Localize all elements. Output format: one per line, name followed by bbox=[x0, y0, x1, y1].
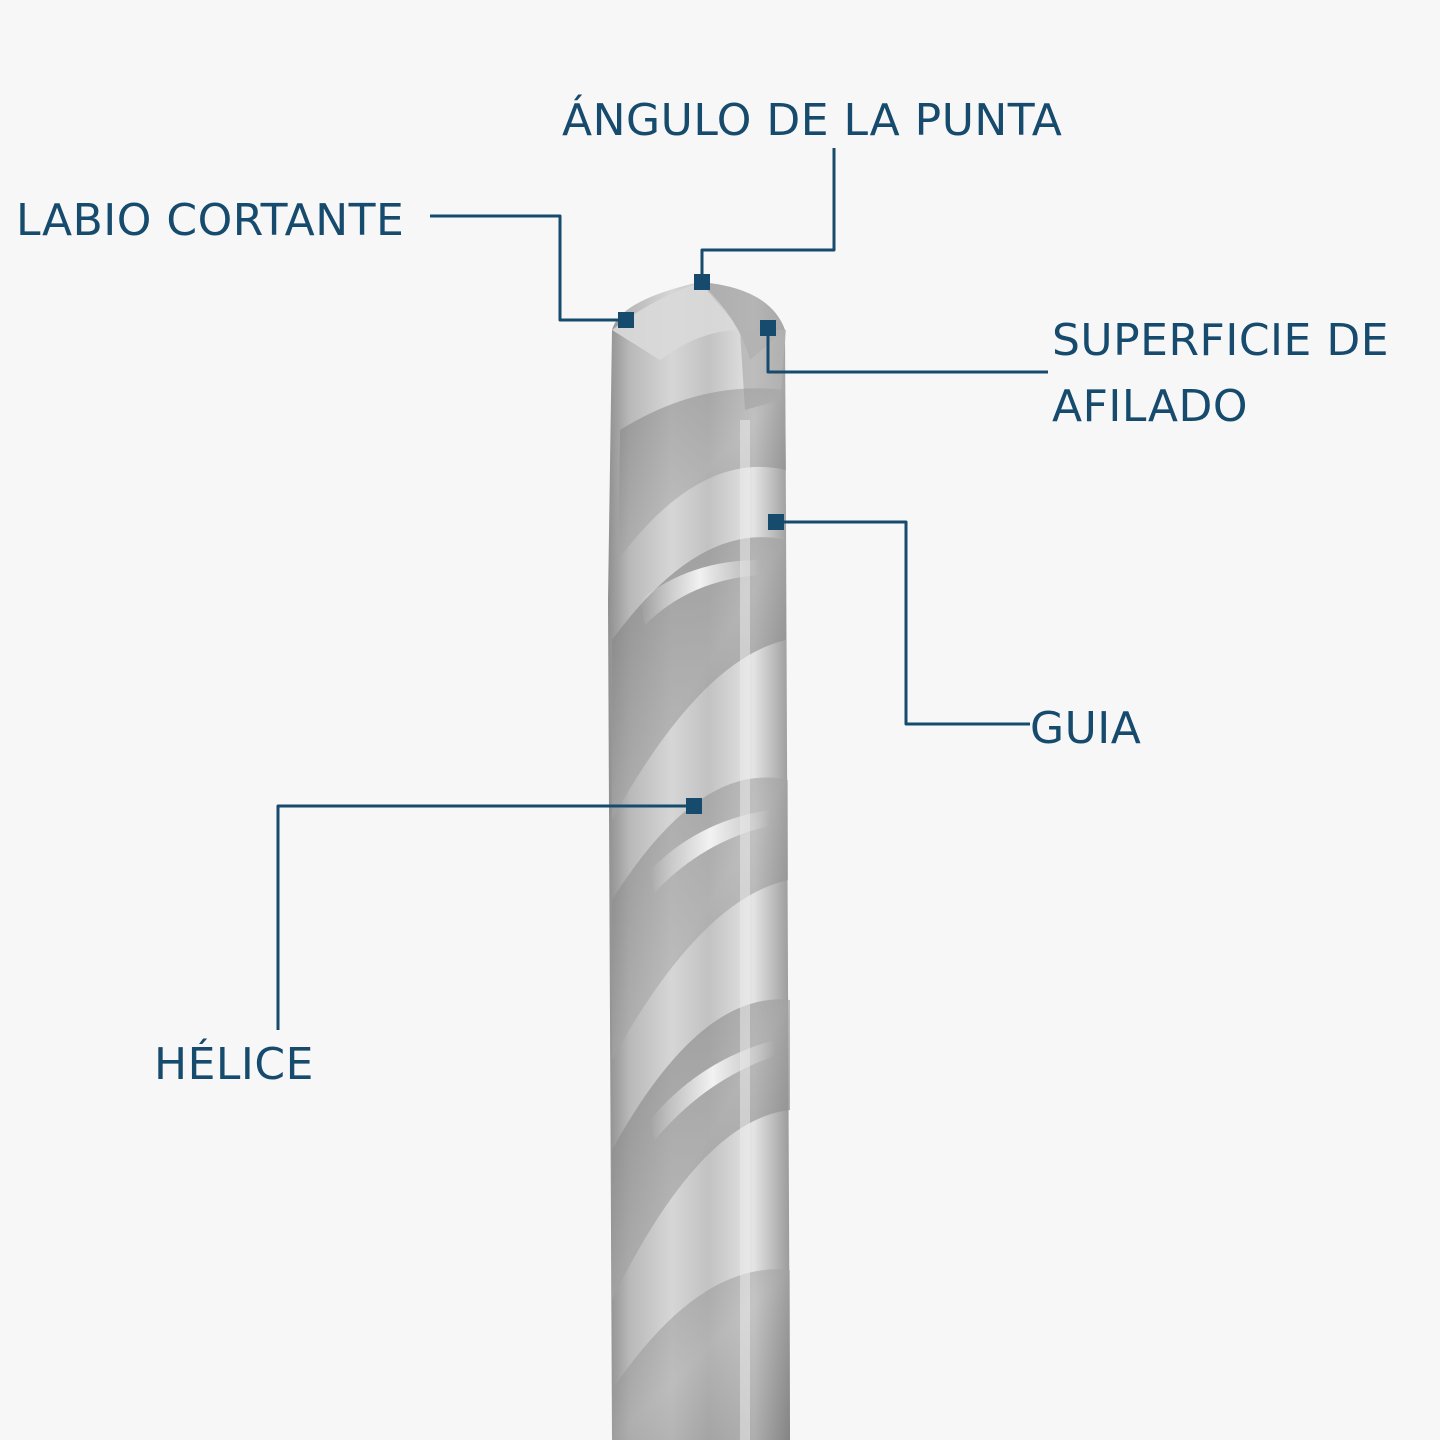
leader-cutting-lip bbox=[430, 214, 626, 322]
leader-point-angle bbox=[700, 148, 836, 282]
label-grinding-surface: SUPERFICIE DE AFILADO bbox=[1052, 308, 1389, 440]
label-helix: HÉLICE bbox=[154, 1039, 314, 1090]
leader-grinding-surface bbox=[766, 328, 1048, 374]
marker-helix bbox=[686, 798, 702, 814]
leader-helix bbox=[276, 804, 694, 1030]
label-guide: GUIA bbox=[1030, 703, 1142, 754]
label-cutting-lip: LABIO CORTANTE bbox=[16, 195, 405, 246]
label-grinding-surface-line1: SUPERFICIE DE bbox=[1052, 315, 1389, 366]
leader-guide bbox=[776, 520, 1030, 726]
label-point-angle: ÁNGULO DE LA PUNTA bbox=[562, 95, 1063, 146]
marker-guide bbox=[768, 514, 784, 530]
marker-grinding-surface bbox=[760, 320, 776, 336]
marker-cutting-lip bbox=[618, 312, 634, 328]
metal-highlights bbox=[640, 420, 775, 1440]
marker-point-angle bbox=[694, 274, 710, 290]
label-grinding-surface-line2: AFILADO bbox=[1052, 381, 1249, 432]
